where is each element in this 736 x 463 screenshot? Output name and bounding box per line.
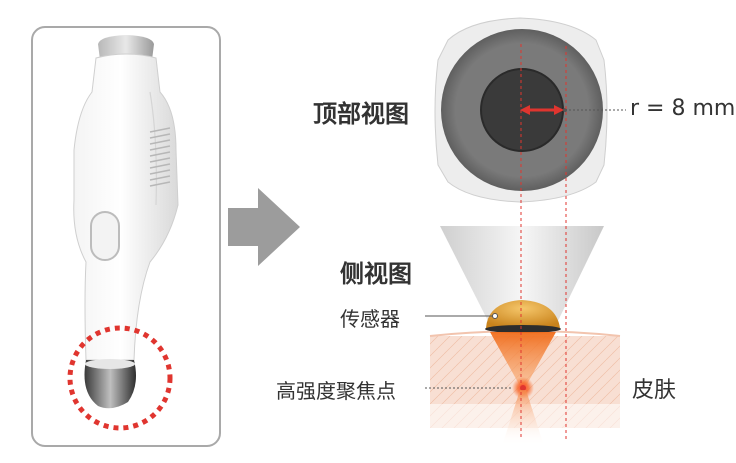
handheld-device <box>73 35 179 409</box>
right-arrow-icon <box>228 188 300 266</box>
sensor-label: 传感器 <box>340 307 400 331</box>
top-view-label: 顶部视图 <box>313 100 409 128</box>
sensor-dome <box>486 300 560 328</box>
device-body <box>73 53 179 361</box>
tip-highlight-circle <box>67 325 173 431</box>
applicator-cone <box>440 226 604 325</box>
device-tip <box>84 360 136 409</box>
focus-point-label: 高强度聚焦点 <box>276 379 396 403</box>
radius-label: r = 8 mm <box>630 96 736 121</box>
skin-label: 皮肤 <box>632 378 677 403</box>
ultrasound-beam-upper <box>490 332 556 386</box>
side-view-label: 侧视图 <box>340 260 412 288</box>
ultrasound-beam-lower <box>502 390 544 446</box>
vent-grille <box>149 127 171 187</box>
power-button[interactable] <box>90 211 120 261</box>
device-cap <box>98 35 154 60</box>
side-view-figure <box>425 226 621 446</box>
top-view-figure <box>434 17 626 203</box>
